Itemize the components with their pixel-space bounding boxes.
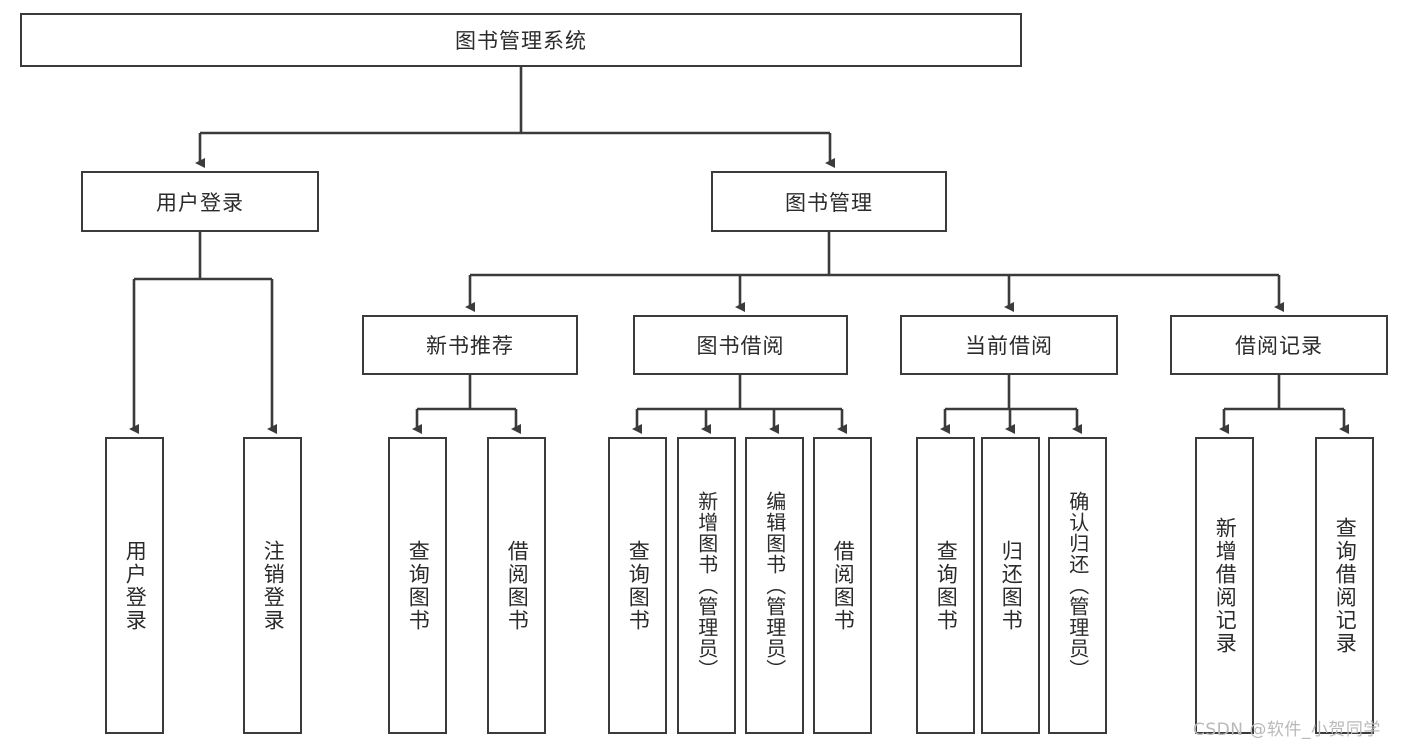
node-leaf-query-record[interactable]: 查询借阅记录 [1315, 437, 1374, 734]
node-leaf-add-book-label: 新增图书（管理员） [694, 491, 719, 680]
node-leaf-borrow-book-2[interactable]: 借阅图书 [813, 437, 872, 734]
node-leaf-query-book-2-label: 查询图书 [626, 539, 651, 632]
node-leaf-query-book-1-label: 查询图书 [406, 539, 431, 632]
node-current-borrow[interactable]: 当前借阅 [900, 315, 1118, 375]
node-user-login[interactable]: 用户登录 [81, 171, 319, 232]
node-book-borrow-label: 图书借阅 [696, 334, 785, 358]
node-leaf-return-book-label: 归还图书 [999, 539, 1024, 632]
node-root[interactable]: 图书管理系统 [20, 13, 1022, 67]
node-leaf-query-book-2[interactable]: 查询图书 [608, 437, 667, 734]
node-leaf-add-record-label: 新增借阅记录 [1213, 516, 1238, 655]
node-leaf-confirm-return-label: 确认归还（管理员） [1065, 491, 1090, 680]
node-new-book-recommend-label: 新书推荐 [426, 334, 514, 358]
node-borrow-record-label: 借阅记录 [1235, 334, 1323, 358]
node-user-login-label: 用户登录 [156, 190, 244, 215]
node-leaf-return-book[interactable]: 归还图书 [981, 437, 1040, 734]
node-book-borrow[interactable]: 图书借阅 [633, 315, 848, 375]
node-leaf-logout[interactable]: 注销登录 [243, 437, 302, 734]
node-leaf-borrow-book-1-label: 借阅图书 [505, 539, 530, 632]
node-leaf-query-book-3[interactable]: 查询图书 [916, 437, 975, 734]
node-leaf-borrow-book-2-label: 借阅图书 [831, 539, 856, 632]
node-leaf-query-record-label: 查询借阅记录 [1333, 516, 1358, 655]
node-leaf-add-record[interactable]: 新增借阅记录 [1195, 437, 1254, 734]
node-current-borrow-label: 当前借阅 [965, 334, 1053, 358]
node-borrow-record[interactable]: 借阅记录 [1170, 315, 1388, 375]
node-leaf-user-login[interactable]: 用户登录 [105, 437, 164, 734]
node-book-manage[interactable]: 图书管理 [711, 171, 947, 232]
node-root-label: 图书管理系统 [455, 29, 587, 53]
node-leaf-query-book-3-label: 查询图书 [934, 539, 959, 632]
node-book-manage-label: 图书管理 [785, 190, 873, 215]
node-leaf-borrow-book-1[interactable]: 借阅图书 [487, 437, 546, 734]
node-leaf-edit-book-label: 编辑图书（管理员） [762, 491, 787, 680]
csdn-watermark: CSDN @软件_小贺同学 [1193, 720, 1381, 740]
node-leaf-user-login-label: 用户登录 [123, 539, 148, 632]
node-new-book-recommend[interactable]: 新书推荐 [362, 315, 578, 375]
node-leaf-query-book-1[interactable]: 查询图书 [388, 437, 447, 734]
node-leaf-confirm-return[interactable]: 确认归还（管理员） [1048, 437, 1107, 734]
node-leaf-add-book[interactable]: 新增图书（管理员） [677, 437, 736, 734]
node-leaf-logout-label: 注销登录 [261, 539, 286, 632]
node-leaf-edit-book[interactable]: 编辑图书（管理员） [745, 437, 804, 734]
